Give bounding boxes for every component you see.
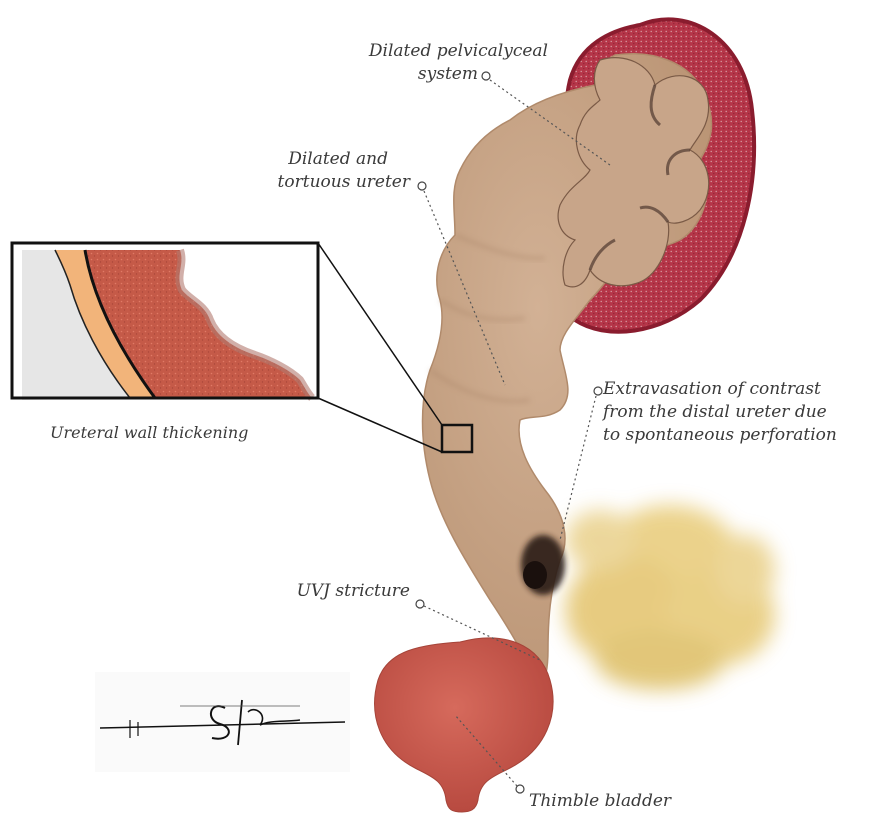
label-pelvicalyceal-line1: Dilated pelvicalyceal (300, 40, 548, 63)
inset-connector-top (318, 243, 442, 425)
label-pelvicalyceal-line2: system (300, 63, 478, 86)
label-uvj-stricture: UVJ stricture (262, 580, 410, 603)
label-wall-thickening: Ureteral wall thickening (50, 421, 248, 444)
label-ureter: Dilated and tortuous ureter (210, 148, 410, 194)
label-extravasation-line2: from the distal ureter due (603, 401, 865, 424)
wall-inset (12, 243, 318, 400)
label-extravasation-line3: to spontaneous perforation (603, 424, 865, 447)
label-extravasation: Extravasation of contrast from the dista… (603, 378, 865, 447)
label-ureter-line1: Dilated and (210, 148, 388, 171)
contrast-extravasation-cloud (565, 505, 775, 690)
label-extravasation-line1: Extravasation of contrast (603, 378, 865, 401)
label-pelvicalyceal: Dilated pelvicalyceal system (300, 40, 548, 86)
perforation-site (521, 535, 565, 595)
label-thimble-bladder: Thimble bladder (529, 790, 671, 813)
label-ureter-line2: tortuous ureter (210, 171, 410, 194)
signature-icon (95, 672, 350, 772)
